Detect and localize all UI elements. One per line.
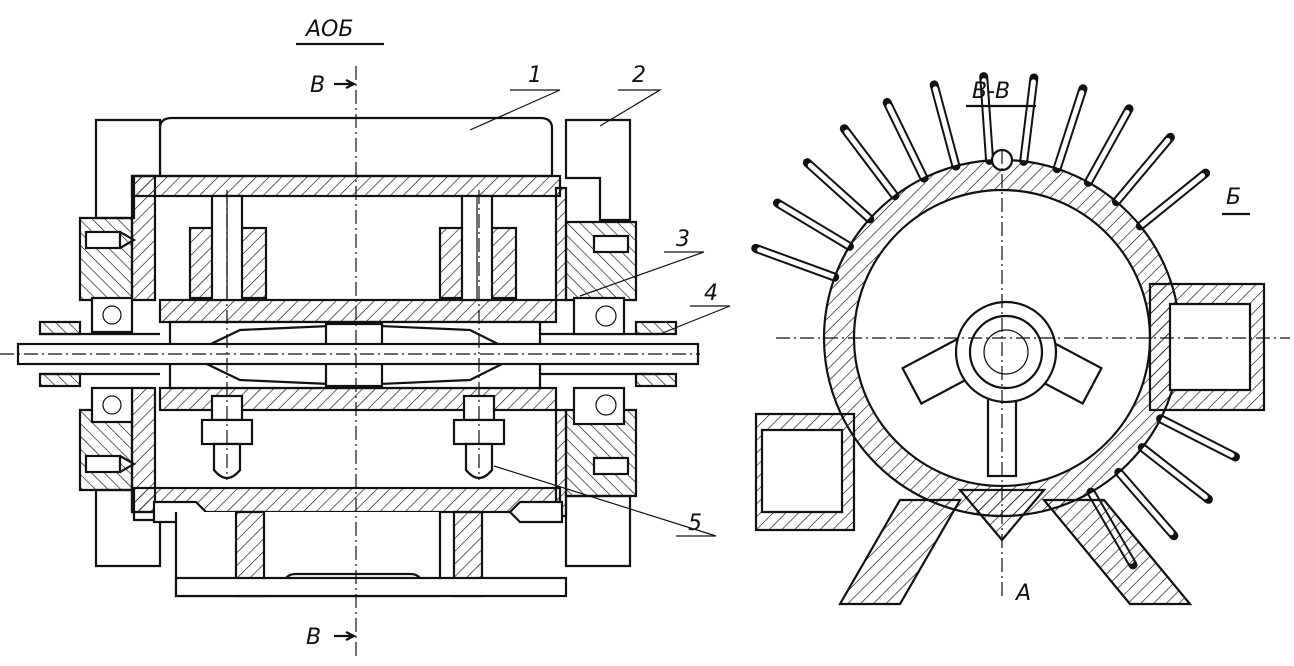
callout-4: 4 <box>659 281 731 335</box>
callout-2: 2 <box>599 63 663 127</box>
title-aob: АОБ <box>296 17 384 46</box>
fin-inner <box>886 103 926 179</box>
fin-inner <box>1159 417 1235 458</box>
arrow-label-b: Б <box>1226 185 1241 210</box>
callout-label-3: 3 <box>676 227 690 252</box>
fin-inner <box>757 247 836 279</box>
fin-inner <box>932 86 958 167</box>
title-main-view: АОБ <box>304 17 353 42</box>
title-vv: В-В <box>966 79 1036 108</box>
callout-3: 3 <box>579 227 705 297</box>
section-mark-top: В <box>310 73 325 98</box>
fin-inner <box>844 129 897 197</box>
fin-inner <box>1115 137 1171 203</box>
fin-inner <box>1141 446 1208 500</box>
longitudinal-section <box>0 66 700 660</box>
title-section-view: В-В <box>972 79 1010 104</box>
fin-inner <box>1117 471 1174 536</box>
fin-inner <box>807 162 871 221</box>
callout-label-4: 4 <box>704 281 718 306</box>
fin-inner <box>778 202 851 248</box>
section-mark-bottom: В <box>306 625 321 650</box>
cross-section <box>751 72 1290 606</box>
fin-inner <box>1139 173 1206 228</box>
callout-5: 5 <box>493 465 717 537</box>
fin-inner <box>1021 79 1036 162</box>
fin-inner <box>1086 109 1130 184</box>
callout-1: 1 <box>469 63 561 131</box>
fin-inner <box>981 78 992 161</box>
callout-label-1: 1 <box>528 63 542 88</box>
callout-label-2: 2 <box>632 63 646 88</box>
fin-inner <box>1055 90 1085 170</box>
axis-label-a: А <box>1014 581 1031 606</box>
callout-label-5: 5 <box>688 511 702 536</box>
